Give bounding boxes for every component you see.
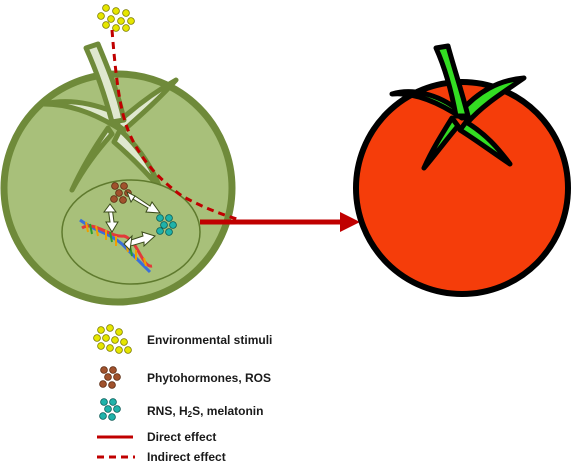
- legend-direct-label: Direct effect: [147, 430, 217, 444]
- rns-cluster-icon: [156, 214, 177, 236]
- legend-indirect-label: Indirect effect: [147, 450, 226, 464]
- direct-effect-arrow: [200, 212, 360, 232]
- legend-stimuli-icon: [93, 324, 132, 354]
- indirect-effect-path: [110, 29, 241, 222]
- legend-phytohormones-label: Phytohormones, ROS: [147, 371, 272, 385]
- legend-rns-suffix: S, melatonin: [192, 404, 264, 418]
- legend-environmental-label: Environmental stimuli: [147, 333, 273, 347]
- dna-helix-icon: [79, 218, 153, 274]
- legend-rns-icon: [99, 398, 121, 421]
- legend-rns-label: RNS, H2S, melatonin: [147, 404, 263, 422]
- stimuli-cluster-icon: [97, 4, 135, 32]
- legend-rns-sub: 2: [187, 410, 193, 419]
- phytohormones-cluster-icon: [110, 182, 132, 204]
- legend-phytohormones-icon: [99, 366, 121, 389]
- legend-rns-prefix: RNS, H: [147, 404, 188, 418]
- ripe-tomato-icon: [353, 43, 571, 297]
- interaction-arrows: [103, 190, 162, 252]
